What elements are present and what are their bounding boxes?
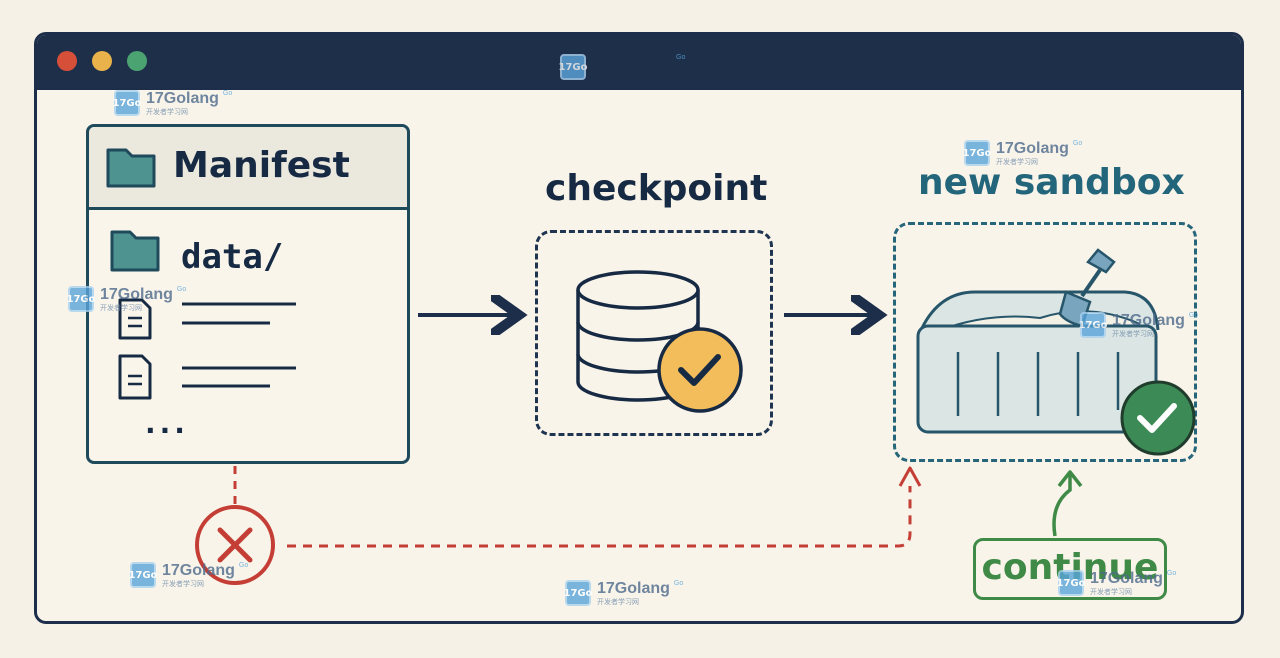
document-icon [118, 298, 296, 340]
more-files-ellipsis: ... [145, 407, 189, 440]
data-folder-label: data/ [181, 237, 284, 277]
maximize-dot[interactable] [127, 51, 147, 71]
close-dot[interactable] [57, 51, 77, 71]
check-circle-icon [657, 327, 743, 413]
manifest-title: Manifest [173, 145, 350, 186]
checkpoint-label: checkpoint [545, 168, 768, 209]
x-circle-icon [195, 505, 275, 585]
title-bar [37, 35, 1241, 90]
retry-dashed-arrow [287, 486, 912, 548]
checkpoint-box [535, 230, 773, 436]
sandbox-icon [916, 248, 1160, 434]
continue-arrow [1052, 474, 1072, 537]
sandbox-box [893, 222, 1197, 462]
data-folder-icon [110, 230, 160, 272]
document-icon [118, 354, 296, 400]
check-circle-icon [1120, 380, 1196, 456]
minimize-dot[interactable] [92, 51, 112, 71]
new-sandbox-label: new sandbox [918, 162, 1185, 203]
manifest-folder-icon [106, 148, 156, 188]
